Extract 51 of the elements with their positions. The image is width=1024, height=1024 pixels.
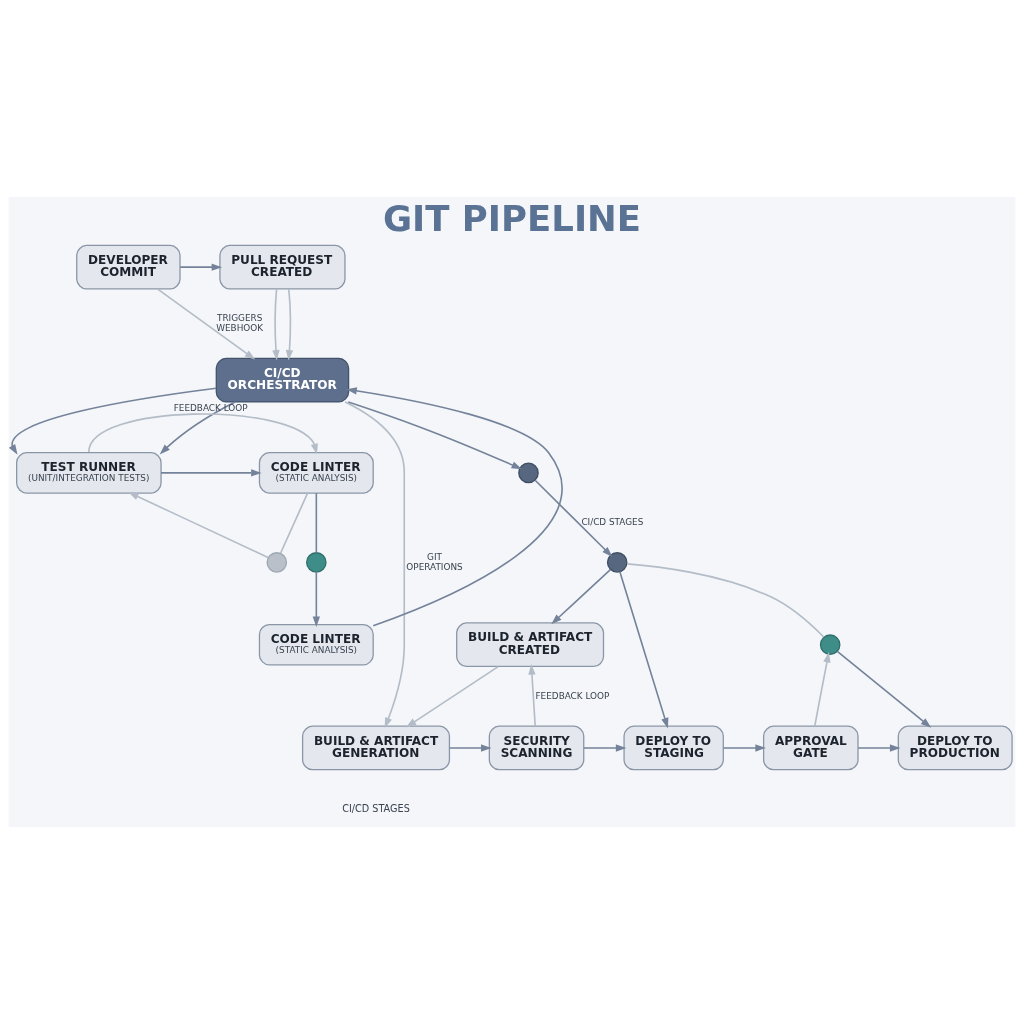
node-box: APPROVAL GATE xyxy=(762,725,859,771)
node-circle xyxy=(306,552,327,573)
arrow xyxy=(448,744,492,752)
label: CI/CD STAGES xyxy=(342,802,410,814)
arrow xyxy=(179,263,223,271)
arrow xyxy=(159,401,236,455)
node-box: DEPLOY TO PRODUCTION xyxy=(897,725,1013,771)
node-box: BUILD & ARTIFACT CREATED xyxy=(456,622,605,668)
node-box: DEPLOY TO STAGING xyxy=(623,725,724,771)
node-circle xyxy=(518,462,539,484)
arrow xyxy=(272,288,280,361)
node-box: CI/CD ORCHESTRATOR xyxy=(215,357,350,403)
arrow xyxy=(156,288,256,360)
arrow xyxy=(551,568,612,625)
edge-label: CI/CD STAGES xyxy=(581,517,644,528)
node-box: DEVELOPER COMMIT xyxy=(76,244,181,290)
arrow xyxy=(128,492,269,559)
edge-label: TRIGGERS WEBHOOK xyxy=(216,313,264,333)
arrow xyxy=(285,288,294,361)
arrow xyxy=(813,651,831,727)
edge-label: GIT OPERATIONS xyxy=(406,551,463,572)
arrow xyxy=(857,744,901,752)
connector xyxy=(315,492,318,554)
arrow xyxy=(160,469,262,477)
diagram-title: GIT PIPELINE xyxy=(382,198,642,240)
arrow xyxy=(836,650,932,728)
node-circle xyxy=(266,552,288,573)
arrow xyxy=(312,571,320,627)
connector xyxy=(626,563,825,638)
arrow xyxy=(346,387,563,627)
arrow xyxy=(88,413,318,455)
node-box: SECURITY SCANNING xyxy=(488,725,585,771)
edge-label: FEEDBACK LOOP xyxy=(535,690,610,701)
node-box: BUILD & ARTIFACT GENERATION xyxy=(301,725,451,771)
edge-label: FEEDBACK LOOP xyxy=(173,403,248,414)
node-box: CODE LINTER (STATIC ANALYSIS) xyxy=(258,452,374,494)
node-box: PULL REQUEST CREATED xyxy=(219,244,346,290)
node-circle xyxy=(606,552,628,573)
node-box: TEST RUNNER (UNIT/INTEGRATION TESTS) xyxy=(16,452,162,494)
arrow xyxy=(8,387,217,455)
arrow xyxy=(344,401,406,729)
arrow xyxy=(583,744,627,752)
arrow xyxy=(347,401,523,470)
arrow xyxy=(534,479,613,557)
arrow xyxy=(722,744,766,752)
node-circle xyxy=(819,634,841,656)
connector xyxy=(279,492,309,555)
arrow xyxy=(528,664,537,727)
arrow xyxy=(619,571,669,729)
node-box: CODE LINTER (STATIC ANALYSIS) xyxy=(258,623,374,666)
arrow xyxy=(405,665,499,728)
